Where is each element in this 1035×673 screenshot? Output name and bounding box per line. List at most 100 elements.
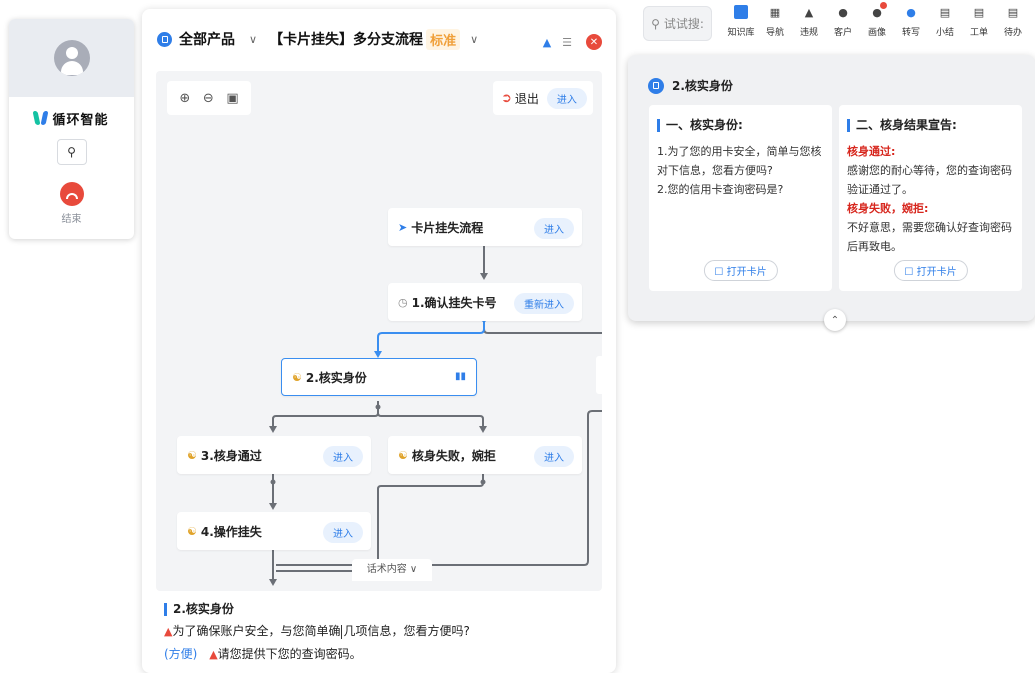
search-label: 试试搜:: [663, 17, 704, 31]
flow-title[interactable]: 【卡片挂失】多分支流程: [269, 32, 424, 48]
branch-icon: ☯: [292, 370, 302, 384]
card-title: 二、核身结果宣告:: [847, 119, 1014, 132]
toolbar-label: 知识库: [727, 28, 755, 38]
script-toggle-label: 话术内容: [366, 564, 407, 575]
card-title: 一、核实身份:: [657, 119, 824, 132]
brand-logo: 循环智能: [9, 107, 134, 129]
toolbar-item-profile[interactable]: ● 画像: [860, 2, 894, 38]
script-line: (方便) ▲请您提供下您的查询密码。: [164, 645, 594, 662]
fail-label: 核身失败，婉拒:: [847, 202, 929, 215]
reenter-button[interactable]: 重新进入: [514, 293, 574, 314]
knowledge-card: 一、核实身份: 1.为了您的用卡安全，简单与您核对下信息，您看方便吗? 2.您的…: [649, 105, 832, 291]
chevron-down-icon[interactable]: ∨: [249, 32, 258, 46]
phone-hangup-icon: [65, 192, 78, 199]
warning-icon: ▲: [804, 5, 814, 19]
toolbar-item-ticket[interactable]: ▤ 工单: [962, 5, 996, 39]
open-card-label: 打开卡片: [726, 267, 767, 278]
enter-button[interactable]: 进入: [323, 446, 363, 467]
text-cursor-icon: [341, 624, 343, 639]
open-card-button[interactable]: ☐ 打开卡片: [703, 260, 778, 281]
close-icon[interactable]: ✕: [586, 34, 602, 50]
pass-text: 感谢您的耐心等待，您的查询密码验证通过了。: [847, 164, 1012, 196]
hangup-label: 结束: [61, 214, 82, 225]
toolbar-label: 画像: [867, 28, 886, 38]
list-view-icon[interactable]: ☰: [562, 35, 572, 49]
node-verify-identity[interactable]: ☯ 2.核实身份 ▮▮: [281, 358, 477, 396]
toolbar-label: 导航: [765, 28, 784, 38]
warning-icon: ▲: [209, 648, 218, 661]
flow-tag: 标准: [426, 28, 461, 50]
toolbar-item-summary[interactable]: ▤ 小结: [928, 5, 962, 39]
collapse-up-icon[interactable]: ⌃: [824, 309, 846, 331]
node-verify-fail[interactable]: ☯ 核身失败，婉拒 进入: [388, 436, 582, 474]
exit-label[interactable]: 退出: [514, 91, 539, 106]
enter-button[interactable]: 进入: [323, 522, 363, 543]
clock-icon: ◷: [398, 295, 408, 309]
document-icon: [648, 77, 664, 94]
brand-name: 循环智能: [52, 112, 109, 128]
branch-icon: ☯: [187, 524, 197, 538]
exit-icon[interactable]: ➲: [501, 90, 512, 106]
node-label: 1.确认挂失卡号: [411, 295, 497, 310]
enter-button[interactable]: 进入: [534, 446, 574, 467]
search-button[interactable]: ⚲ 试试搜:: [643, 6, 712, 41]
card-body: 1.为了您的用卡安全，简单与您核对下信息，您看方便吗? 2.您的信用卡查询密码是…: [657, 145, 822, 196]
node-card-flow[interactable]: ➤ 卡片挂失流程 进入: [388, 208, 582, 246]
toolbar-label: 违规: [799, 28, 818, 38]
stats-icon[interactable]: ▮▮: [454, 371, 466, 382]
exit-control: ➲ 退出 进入: [493, 81, 593, 115]
transcribe-icon: ●: [906, 5, 916, 19]
book-icon: [734, 5, 748, 19]
node-verify-pass[interactable]: ☯ 3.核身通过 进入: [177, 436, 371, 474]
toolbar-item-todo[interactable]: ▤ 待办: [996, 5, 1030, 39]
branch-icon: ☯: [187, 448, 197, 462]
flow-start-icon: ➤: [398, 220, 408, 234]
profile-icon: ●: [870, 2, 887, 19]
toolbar-item-nav[interactable]: ▦ 导航: [758, 5, 792, 39]
search-icon[interactable]: ⚲: [56, 139, 87, 165]
knowledge-card: 二、核身结果宣告: 核身通过: 感谢您的耐心等待，您的查询密码验证通过了。 核身…: [839, 105, 1022, 291]
pass-label: 核身通过:: [847, 145, 896, 158]
node-confirm-card[interactable]: ◷ 1.确认挂失卡号 重新进入: [388, 283, 582, 321]
enter-button[interactable]: 进入: [546, 87, 587, 109]
toolbar-label: 待办: [1003, 28, 1022, 38]
script-toggle[interactable]: 话术内容 ∨: [352, 559, 432, 581]
node-label: 卡片挂失流程: [411, 220, 484, 235]
open-card-icon: ☐: [714, 267, 724, 278]
hangup-button[interactable]: [59, 182, 84, 206]
call-panel: 循环智能 ⚲ 结束: [9, 19, 134, 239]
chevron-down-icon[interactable]: ∨: [470, 32, 479, 46]
node-operate-loss[interactable]: ☯ 4.操作挂失 进入: [177, 512, 371, 550]
summary-icon: ▤: [939, 5, 951, 19]
flow-canvas[interactable]: ⊕ ⊖ ▣ ➲ 退出 进入 ➤ 卡片挂失流程 进入 ◷ 1.确认挂失卡号 重新进…: [156, 71, 602, 591]
brand-mark-icon: [32, 110, 49, 126]
warning-icon: ▲: [164, 625, 173, 638]
toolbar-label: 小结: [935, 28, 954, 38]
card-body: 核身通过: 感谢您的耐心等待，您的查询密码验证通过了。 核身失败，婉拒: 不好意…: [847, 142, 1014, 256]
script-text: 几项信息，您看方便吗?: [343, 624, 470, 638]
zoom-in-icon[interactable]: ⊕: [179, 90, 191, 106]
product-icon: [157, 31, 172, 47]
notification-dot: [880, 2, 887, 9]
script-title: 2.核实身份: [164, 603, 594, 616]
avatar: [53, 40, 90, 76]
product-selector[interactable]: 全部产品: [179, 32, 235, 48]
toolbar-item-transcribe[interactable]: ● 转写: [894, 5, 928, 39]
tree-view-icon[interactable]: ▲: [542, 35, 552, 49]
toolbar-label: 工单: [969, 28, 988, 38]
fail-text: 不好意思，需要您确认好查询密码后再致电。: [847, 221, 1012, 253]
toolbar-item-knowledge[interactable]: 知识库: [724, 5, 758, 38]
customer-icon: ●: [838, 5, 848, 19]
node-label: 2.核实身份: [305, 370, 367, 385]
fit-view-icon[interactable]: ▣: [226, 90, 239, 106]
toolbar-item-customer[interactable]: ● 客户: [826, 5, 860, 39]
script-option[interactable]: (方便): [164, 647, 198, 661]
zoom-out-icon[interactable]: ⊖: [202, 90, 214, 106]
toolbar-item-violation[interactable]: ▲ 违规: [792, 5, 826, 39]
open-card-button[interactable]: ☐ 打开卡片: [893, 260, 968, 281]
toolbar-label: 转写: [901, 28, 920, 38]
search-icon: ⚲: [651, 16, 660, 31]
node-label: 4.操作挂失: [200, 524, 262, 539]
enter-button[interactable]: 进入: [534, 218, 574, 239]
toolbar-label: 客户: [833, 28, 852, 38]
